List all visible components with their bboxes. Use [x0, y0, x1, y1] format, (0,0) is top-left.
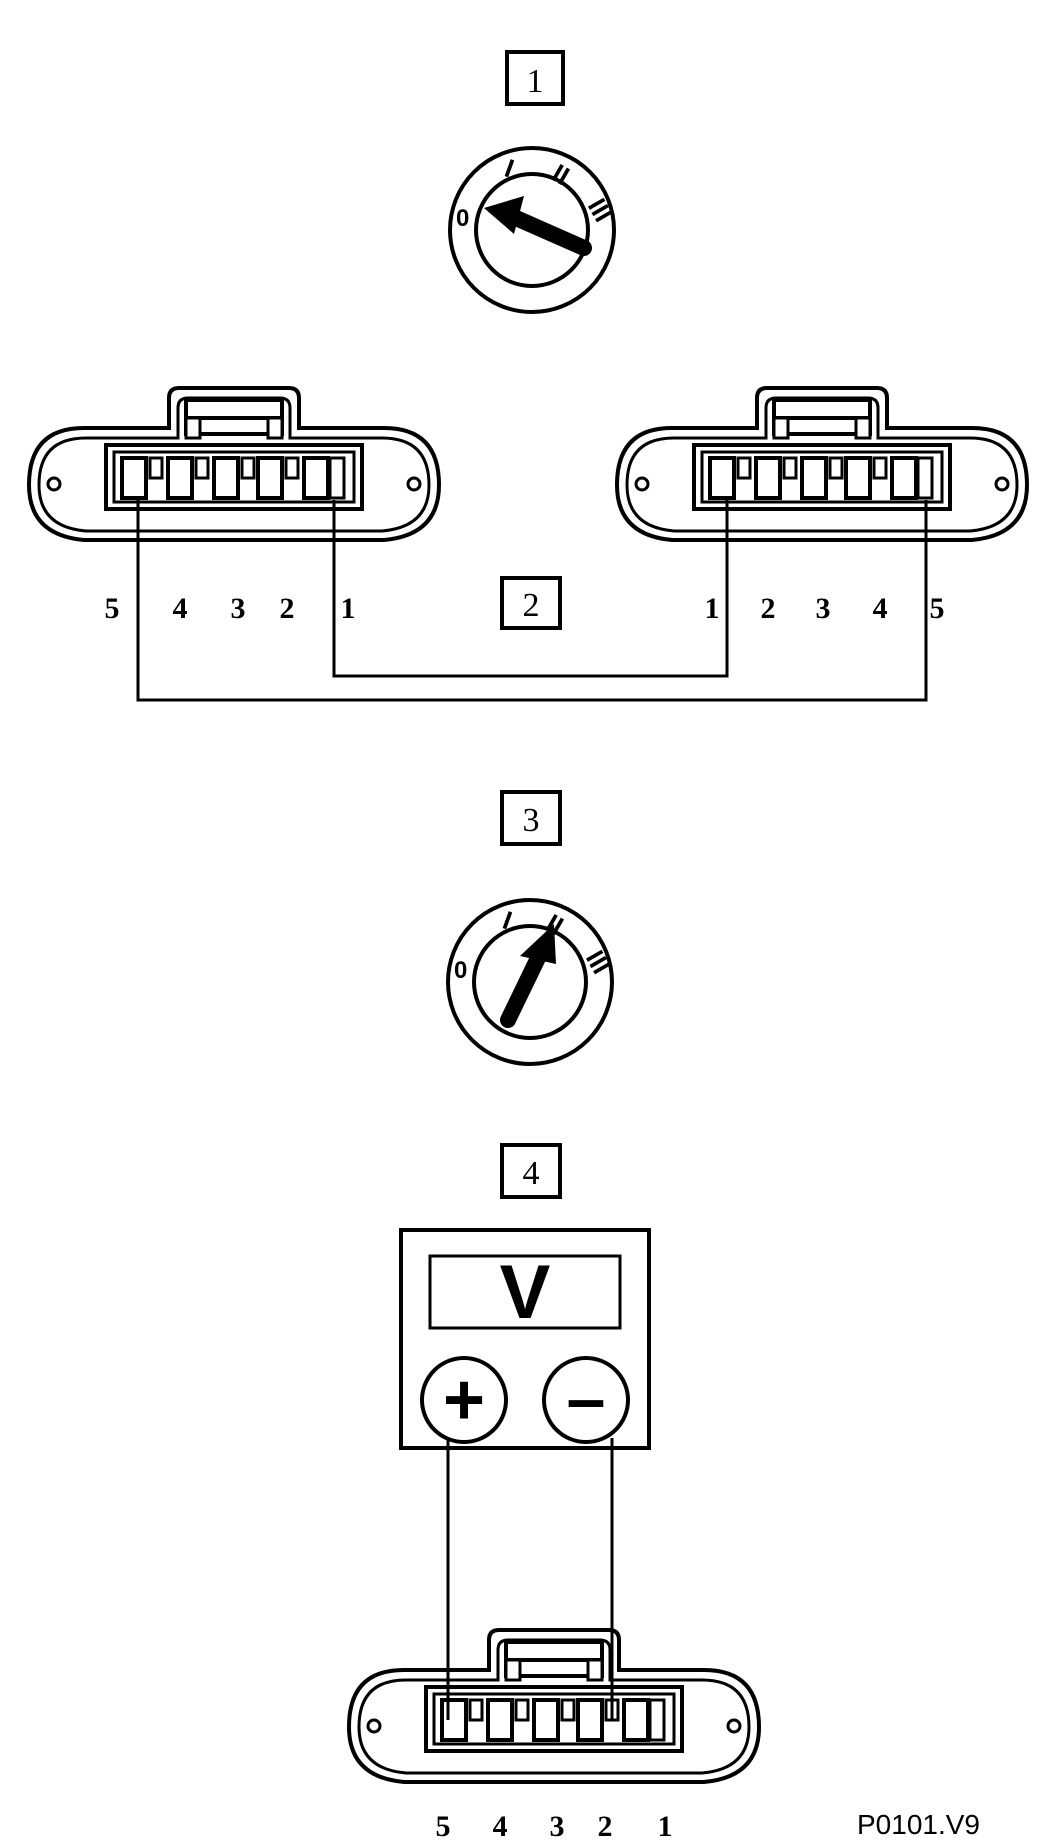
voltmeter-display-symbol: V [500, 1250, 551, 1335]
step-4-label: 4 [523, 1155, 540, 1192]
svg-text:2: 2 [598, 1810, 613, 1843]
svg-text:2: 2 [280, 592, 295, 625]
step-2-box: 2 [500, 576, 562, 630]
switch-key-pointer [484, 196, 592, 256]
svg-text:4: 4 [493, 1810, 508, 1843]
switch-key-pointer [500, 924, 556, 1028]
svg-text:3: 3 [231, 592, 246, 625]
svg-text:0: 0 [454, 957, 467, 984]
voltmeter-minus-terminal: – [542, 1356, 630, 1444]
step-3-label: 3 [523, 802, 540, 839]
svg-text:1: 1 [658, 1810, 673, 1843]
step-2-label: 2 [523, 587, 540, 624]
svg-text:3: 3 [816, 592, 831, 625]
step-3-box: 3 [500, 790, 562, 846]
svg-text:4: 4 [173, 592, 188, 625]
connector-left [27, 386, 441, 542]
ignition-switch-position-0: 0 I II III [448, 146, 619, 314]
pin-labels-bottom: 5 4 3 2 1 [436, 1810, 673, 1843]
connector-bottom [347, 1628, 761, 1784]
ignition-switch-position-II: 0 I II III [446, 898, 617, 1066]
minus-icon: – [567, 1359, 606, 1437]
svg-text:4: 4 [873, 592, 888, 625]
voltmeter: V + – [399, 1228, 651, 1450]
step-4-box: 4 [500, 1143, 562, 1199]
svg-text:3: 3 [550, 1810, 565, 1843]
svg-text:1: 1 [341, 592, 356, 625]
svg-text:5: 5 [436, 1810, 451, 1843]
pin-labels-right: 1 2 3 4 5 [705, 592, 945, 625]
step-1-box: 1 [505, 50, 565, 106]
pin-labels-left: 5 4 3 2 1 [105, 592, 356, 625]
svg-text:5: 5 [930, 592, 945, 625]
meter-probe-leads [446, 1438, 614, 1720]
svg-text:2: 2 [761, 592, 776, 625]
switch-mark-0: 0 [456, 205, 469, 232]
jumper-wires [136, 500, 928, 702]
svg-text:5: 5 [105, 592, 120, 625]
connector-right [615, 386, 1029, 542]
step-1-label: 1 [527, 63, 544, 100]
svg-text:1: 1 [705, 592, 720, 625]
voltmeter-plus-terminal: + [420, 1356, 508, 1444]
plus-icon: + [443, 1360, 485, 1440]
figure-code: P0101.V9 [857, 1809, 980, 1840]
switch-mark-II: II [547, 158, 575, 191]
